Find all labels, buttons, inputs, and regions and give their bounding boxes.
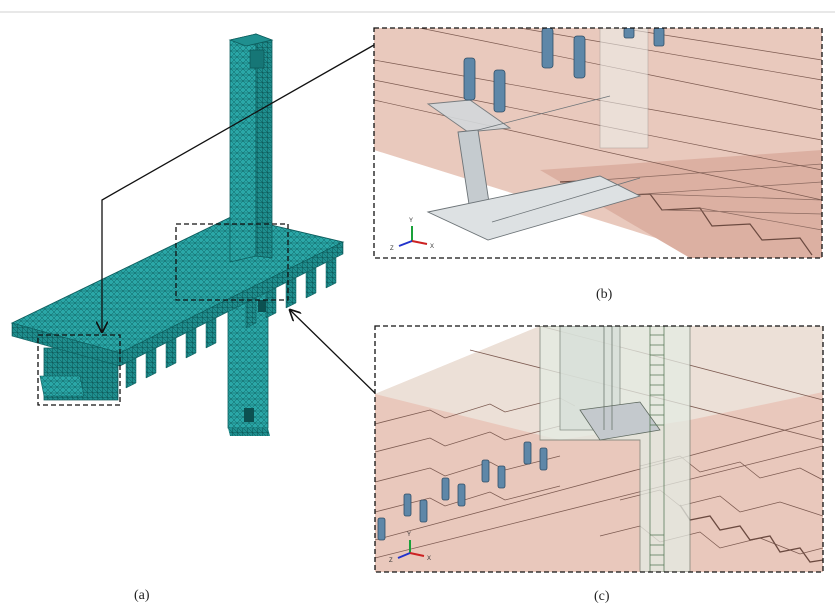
lower-column	[227, 289, 270, 436]
axis-label-x: X	[427, 556, 431, 562]
caption-c: (c)	[594, 589, 610, 604]
detail-box-column-region	[175, 223, 289, 301]
column-detail	[258, 300, 266, 312]
steel-beam-mesh	[39, 347, 119, 401]
column-glass	[539, 326, 691, 572]
detail-box-beam-region	[37, 334, 121, 406]
axis-label-z: Z	[390, 246, 394, 252]
upper-column	[228, 33, 274, 263]
arrow-to-beam-detail	[102, 44, 375, 332]
caption-b: (b)	[596, 287, 613, 302]
caption-a: (a)	[134, 588, 150, 603]
axis-triad-c: Y X Z	[389, 532, 431, 564]
axis-label-z: Z	[389, 558, 393, 564]
detail-panel-c	[374, 325, 824, 573]
column-detail	[244, 408, 254, 422]
axis-label-y: Y	[409, 218, 413, 224]
axis-triad-b: Y X Z	[390, 218, 434, 252]
fe-mesh-model	[10, 33, 345, 436]
axis-label-x: X	[430, 244, 434, 250]
detail-panel-b	[373, 27, 823, 259]
axis-label-y: Y	[407, 532, 411, 538]
arrow-to-column-detail	[290, 310, 378, 396]
